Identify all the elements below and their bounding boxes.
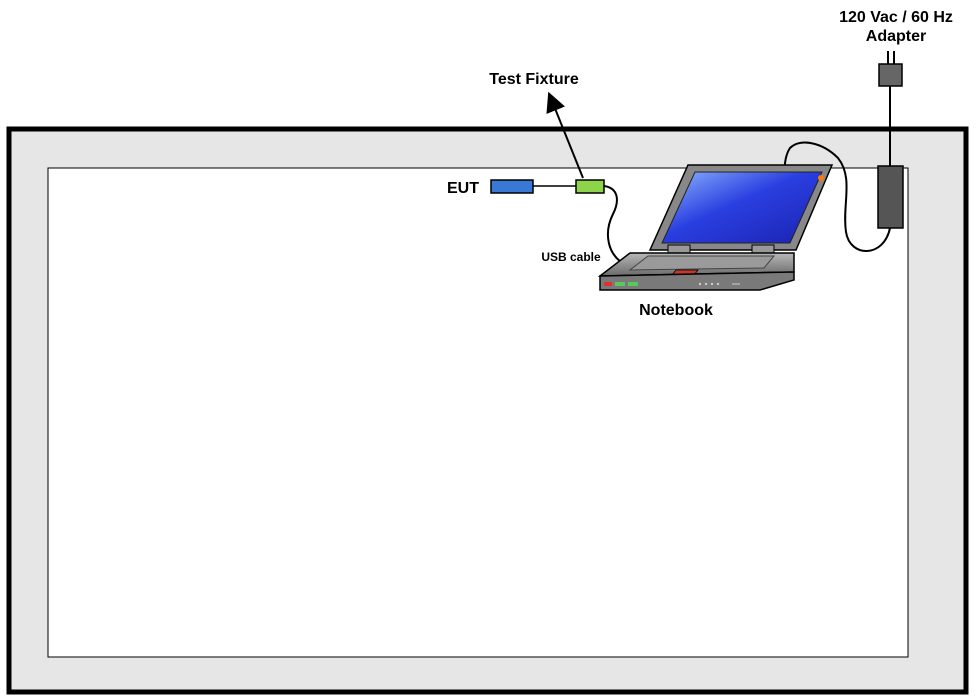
power-cable bbox=[783, 141, 891, 252]
eut-label: EUT bbox=[447, 180, 479, 197]
eut-device bbox=[490, 179, 534, 194]
notebook-label: Notebook bbox=[639, 302, 713, 319]
test-fixture-label: Test Fixture bbox=[489, 71, 579, 88]
notebook-icon bbox=[597, 164, 834, 291]
power-plug-icon bbox=[878, 51, 903, 87]
usb-cable-label: USB cable bbox=[541, 250, 601, 264]
adapter-label-line2: Adapter bbox=[866, 28, 926, 45]
test-fixture-device bbox=[575, 179, 605, 194]
adapter-label-line1: 120 Vac / 60 Hz bbox=[839, 9, 953, 26]
power-adapter-icon bbox=[877, 165, 904, 229]
test-fixture-arrow bbox=[546, 91, 584, 179]
